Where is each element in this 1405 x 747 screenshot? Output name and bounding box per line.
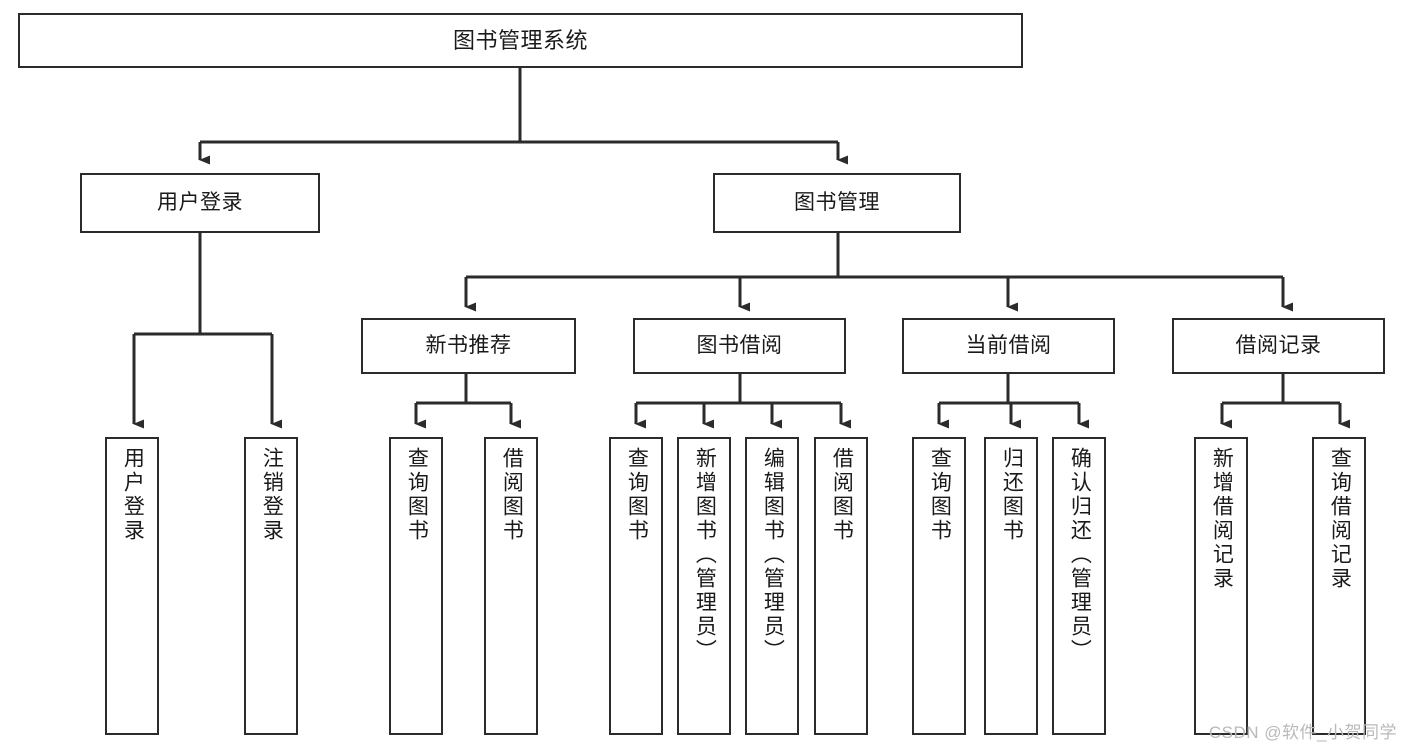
node-book-manage[interactable]: 图书管理 <box>713 173 961 233</box>
node-book-manage-label: 图书管理 <box>794 190 880 214</box>
node-leaf-user-login-label: 用户登录 <box>121 447 145 543</box>
node-leaf-query-book-2-label: 查询图书 <box>625 447 649 543</box>
node-leaf-user-logout[interactable]: 注销登录 <box>244 437 298 735</box>
node-leaf-confirm-return-label: 确认归还（管理员） <box>1068 447 1092 663</box>
node-leaf-query-record-label: 查询借阅记录 <box>1328 447 1352 591</box>
node-leaf-edit-book-label: 编辑图书（管理员） <box>761 447 785 663</box>
node-book-borrow[interactable]: 图书借阅 <box>633 318 846 374</box>
node-leaf-query-book-1[interactable]: 查询图书 <box>389 437 443 735</box>
node-borrow-record-label: 借阅记录 <box>1235 333 1322 357</box>
node-current-borrow[interactable]: 当前借阅 <box>902 318 1115 374</box>
node-user-login[interactable]: 用户登录 <box>80 173 320 233</box>
node-leaf-query-record[interactable]: 查询借阅记录 <box>1312 437 1366 735</box>
node-leaf-borrow-book-2-label: 借阅图书 <box>830 447 854 543</box>
node-book-borrow-label: 图书借阅 <box>696 333 783 357</box>
node-root[interactable]: 图书管理系统 <box>18 13 1023 68</box>
node-leaf-user-logout-label: 注销登录 <box>260 447 284 543</box>
node-leaf-return-book-label: 归还图书 <box>1000 447 1024 543</box>
node-leaf-add-book-label: 新增图书（管理员） <box>693 447 717 663</box>
node-leaf-query-book-3[interactable]: 查询图书 <box>912 437 966 735</box>
node-root-label: 图书管理系统 <box>452 27 588 53</box>
node-leaf-user-login[interactable]: 用户登录 <box>105 437 159 735</box>
node-leaf-add-record[interactable]: 新增借阅记录 <box>1194 437 1248 735</box>
node-new-book-recommend[interactable]: 新书推荐 <box>361 318 576 374</box>
node-user-login-label: 用户登录 <box>157 190 243 214</box>
node-leaf-add-record-label: 新增借阅记录 <box>1210 447 1234 591</box>
node-leaf-query-book-3-label: 查询图书 <box>928 447 952 543</box>
node-current-borrow-label: 当前借阅 <box>965 333 1052 357</box>
node-leaf-borrow-book-2[interactable]: 借阅图书 <box>814 437 868 735</box>
node-borrow-record[interactable]: 借阅记录 <box>1172 318 1385 374</box>
node-leaf-borrow-book-1-label: 借阅图书 <box>500 447 524 543</box>
node-new-book-recommend-label: 新书推荐 <box>425 333 512 357</box>
node-leaf-query-book-2[interactable]: 查询图书 <box>609 437 663 735</box>
node-leaf-query-book-1-label: 查询图书 <box>405 447 429 543</box>
node-leaf-return-book[interactable]: 归还图书 <box>984 437 1038 735</box>
node-leaf-edit-book[interactable]: 编辑图书（管理员） <box>745 437 799 735</box>
node-leaf-borrow-book-1[interactable]: 借阅图书 <box>484 437 538 735</box>
node-leaf-confirm-return[interactable]: 确认归还（管理员） <box>1052 437 1106 735</box>
node-leaf-add-book[interactable]: 新增图书（管理员） <box>677 437 731 735</box>
